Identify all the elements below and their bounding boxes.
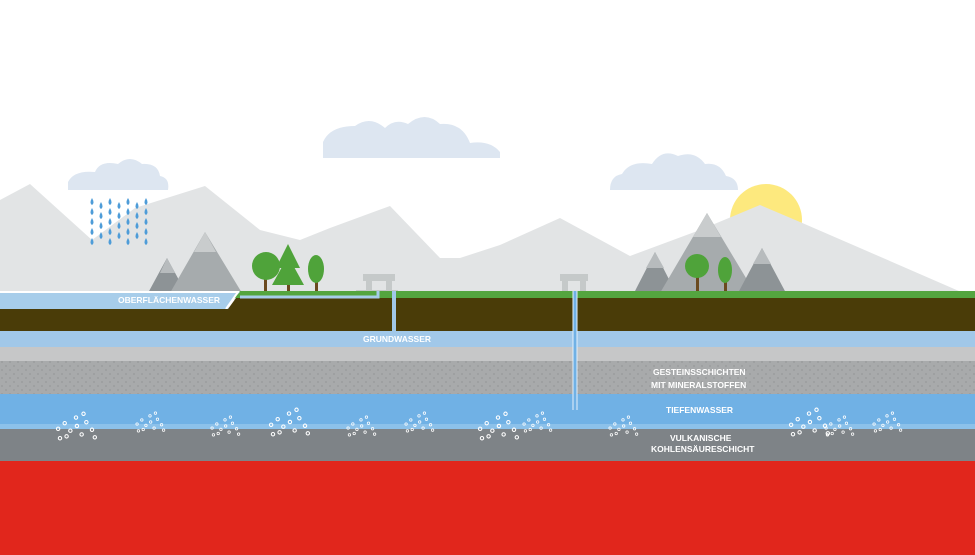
rain-drop xyxy=(108,228,112,235)
rain-drop xyxy=(144,208,148,215)
tree-icon xyxy=(308,255,324,292)
cloud-icon xyxy=(323,117,500,158)
label-deep-water: TIEFENWASSER xyxy=(666,405,733,415)
rain-drop xyxy=(90,198,94,205)
pipe-surface xyxy=(240,291,380,299)
cloud-icon xyxy=(68,159,169,190)
cloud-icon xyxy=(610,153,738,190)
rain-drop xyxy=(108,198,112,205)
label-rock-layers-1: GESTEINSSCHICHTEN xyxy=(653,367,746,377)
tree-icon xyxy=(252,252,280,292)
rain-drop xyxy=(135,212,139,219)
volcanic-layer xyxy=(0,429,975,461)
rain-drop xyxy=(99,232,103,239)
tree-icon xyxy=(718,257,732,292)
rock-layer-light xyxy=(0,347,975,361)
rain-drop xyxy=(135,202,139,209)
label-rock-layers-2: MIT MINERALSTOFFEN xyxy=(651,380,746,390)
rain-drop xyxy=(99,202,103,209)
rain-drop xyxy=(108,218,112,225)
label-groundwater: GRUNDWASSER xyxy=(363,334,431,344)
pipe-deep-well-outline xyxy=(572,291,578,410)
rain-drop xyxy=(144,238,148,245)
rain-drop xyxy=(99,212,103,219)
tree-icon xyxy=(685,254,709,292)
magma-layer xyxy=(0,461,975,555)
rain-drop xyxy=(117,212,121,219)
rain-drop xyxy=(126,198,130,205)
deep-water-band xyxy=(0,424,975,429)
rain-drop xyxy=(126,238,130,245)
rain-drop xyxy=(99,222,103,229)
rain-drop xyxy=(126,218,130,225)
well-icon xyxy=(560,274,588,294)
label-volcanic-1: VULKANISCHE xyxy=(670,433,732,443)
groundwater-layer xyxy=(0,331,975,347)
rain-icon xyxy=(90,198,148,245)
pine-tree-icon xyxy=(272,244,304,292)
soil-layer xyxy=(0,298,975,331)
rain-drop xyxy=(135,232,139,239)
rain-drop xyxy=(144,198,148,205)
rock-layer-dots xyxy=(0,361,975,394)
rain-drop xyxy=(108,208,112,215)
label-volcanic-2: KOHLENSÄURESCHICHT xyxy=(651,444,755,454)
grass-layer xyxy=(233,291,975,298)
rain-drop xyxy=(90,228,94,235)
rain-drop xyxy=(135,222,139,229)
rain-drop xyxy=(117,232,121,239)
rain-drop xyxy=(126,208,130,215)
rain-drop xyxy=(144,218,148,225)
surface-water-layer xyxy=(0,292,240,309)
rain-drop xyxy=(90,218,94,225)
deep-water-layer xyxy=(0,394,975,424)
rain-drop xyxy=(90,238,94,245)
rain-drop xyxy=(144,228,148,235)
rain-drop xyxy=(117,202,121,209)
rain-drop xyxy=(126,228,130,235)
rain-drop xyxy=(117,222,121,229)
rain-drop xyxy=(90,208,94,215)
surface-water-edge xyxy=(0,291,240,310)
mountain-icon xyxy=(148,232,242,293)
label-surface-water: OBERFLÄCHENWASSER xyxy=(118,295,220,305)
rain-drop xyxy=(108,238,112,245)
